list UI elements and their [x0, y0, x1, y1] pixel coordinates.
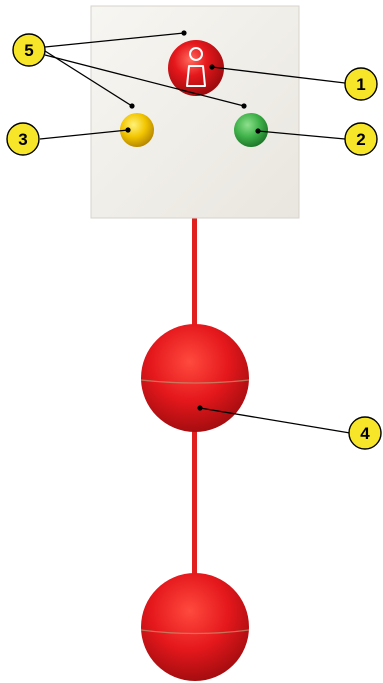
green-indicator-lamp [234, 113, 268, 147]
callout-3-label: 3 [18, 130, 27, 149]
callout-1: 1 [345, 68, 377, 100]
pull-ball-upper[interactable] [141, 324, 249, 432]
callout-1-label: 1 [356, 75, 365, 94]
pull-ball-lower[interactable] [141, 573, 249, 681]
cord-lower [192, 428, 197, 576]
cord-upper [192, 218, 197, 326]
wall-panel [91, 6, 299, 218]
callout-5: 5 [13, 34, 45, 66]
callout-3: 3 [7, 123, 39, 155]
callout-2: 2 [345, 123, 377, 155]
callout-5-label: 5 [24, 41, 33, 60]
callout-4: 4 [349, 417, 381, 449]
callout-2-label: 2 [356, 130, 365, 149]
callout-4-label: 4 [360, 424, 370, 443]
